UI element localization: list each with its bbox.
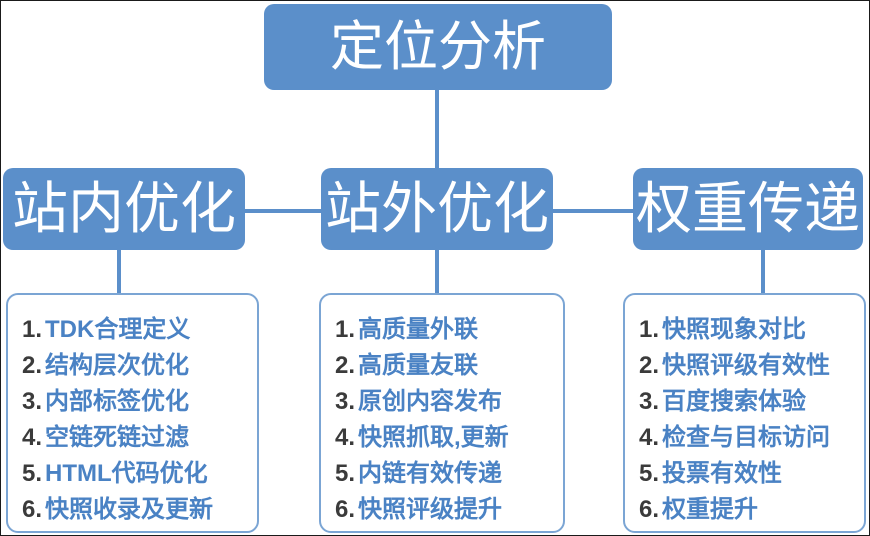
list-item[interactable]: 6. 权重提升 bbox=[639, 489, 864, 525]
list-item-label: 原创内容发布 bbox=[358, 388, 503, 415]
list-item-label: 高质量友联 bbox=[358, 352, 479, 379]
list-branch-2: 1. 快照现象对比 2. 快照评级有效性 3. 百度搜索体验 4. 检查与目标访… bbox=[639, 309, 864, 525]
list-item[interactable]: 1. 快照现象对比 bbox=[639, 309, 864, 345]
list-item-number: 6. bbox=[22, 496, 43, 523]
list-item-number: 5. bbox=[639, 460, 660, 487]
list-item-number: 3. bbox=[639, 388, 660, 415]
list-item-number: 4. bbox=[639, 424, 660, 451]
connector-left-to-panel bbox=[117, 249, 121, 295]
panel-branch-1: 1. 高质量外联 2. 高质量友联 3. 原创内容发布 4. 快照抓取,更新 5… bbox=[319, 293, 565, 533]
list-item-number: 5. bbox=[335, 460, 356, 487]
list-item-label: 权重提升 bbox=[662, 496, 759, 523]
list-item-label: 高质量外联 bbox=[358, 316, 479, 343]
list-item[interactable]: 5. HTML代码优化 bbox=[22, 453, 257, 489]
list-item-number: 6. bbox=[639, 496, 660, 523]
list-item-number: 4. bbox=[335, 424, 356, 451]
list-item-label: HTML代码优化 bbox=[45, 460, 208, 487]
panel-branch-0: 1. TDK合理定义 2. 结构层次优化 3. 内部标签优化 4. 空链死链过滤… bbox=[6, 293, 259, 533]
connector-center-to-right bbox=[551, 209, 635, 213]
list-item-number: 3. bbox=[22, 388, 43, 415]
list-item-label: 内部标签优化 bbox=[45, 388, 190, 415]
list-item-number: 4. bbox=[22, 424, 43, 451]
list-item-label: 快照现象对比 bbox=[662, 316, 807, 343]
list-item-number: 1. bbox=[22, 316, 43, 343]
list-item-number: 1. bbox=[335, 316, 356, 343]
list-item[interactable]: 2. 结构层次优化 bbox=[22, 345, 257, 381]
list-branch-0: 1. TDK合理定义 2. 结构层次优化 3. 内部标签优化 4. 空链死链过滤… bbox=[22, 309, 257, 525]
list-item-label: 投票有效性 bbox=[662, 460, 783, 487]
list-item-label: 内链有效传递 bbox=[358, 460, 503, 487]
list-item[interactable]: 1. 高质量外联 bbox=[335, 309, 563, 345]
node-branch-0-label: 站内优化 bbox=[12, 177, 236, 240]
panel-branch-2: 1. 快照现象对比 2. 快照评级有效性 3. 百度搜索体验 4. 检查与目标访… bbox=[623, 293, 866, 533]
list-item-number: 2. bbox=[22, 352, 43, 379]
list-item[interactable]: 5. 投票有效性 bbox=[639, 453, 864, 489]
node-branch-2-label: 权重传递 bbox=[636, 177, 860, 240]
list-item-number: 2. bbox=[639, 352, 660, 379]
list-item[interactable]: 4. 空链死链过滤 bbox=[22, 417, 257, 453]
list-item[interactable]: 3. 百度搜索体验 bbox=[639, 381, 864, 417]
node-branch-1[interactable]: 站外优化 bbox=[321, 168, 553, 250]
list-item-label: TDK合理定义 bbox=[45, 316, 191, 343]
list-item[interactable]: 3. 内部标签优化 bbox=[22, 381, 257, 417]
connector-center-to-left bbox=[243, 209, 323, 213]
list-item[interactable]: 2. 高质量友联 bbox=[335, 345, 563, 381]
list-item[interactable]: 4. 快照抓取,更新 bbox=[335, 417, 563, 453]
list-item-number: 2. bbox=[335, 352, 356, 379]
list-item-number: 1. bbox=[639, 316, 660, 343]
list-item-label: 检查与目标访问 bbox=[662, 424, 831, 451]
list-item-label: 快照抓取,更新 bbox=[358, 424, 509, 451]
node-branch-1-label: 站外优化 bbox=[325, 177, 549, 240]
node-branch-2[interactable]: 权重传递 bbox=[633, 168, 863, 250]
list-branch-1: 1. 高质量外联 2. 高质量友联 3. 原创内容发布 4. 快照抓取,更新 5… bbox=[335, 309, 563, 525]
list-item[interactable]: 3. 原创内容发布 bbox=[335, 381, 563, 417]
list-item-label: 空链死链过滤 bbox=[45, 424, 190, 451]
list-item-label: 快照评级有效性 bbox=[662, 352, 831, 379]
connector-right-to-panel bbox=[761, 249, 765, 295]
list-item[interactable]: 5. 内链有效传递 bbox=[335, 453, 563, 489]
list-item-number: 5. bbox=[22, 460, 43, 487]
node-root[interactable]: 定位分析 bbox=[264, 4, 612, 90]
list-item-label: 快照收录及更新 bbox=[45, 496, 214, 523]
list-item[interactable]: 4. 检查与目标访问 bbox=[639, 417, 864, 453]
list-item-label: 快照评级提升 bbox=[358, 496, 503, 523]
list-item[interactable]: 1. TDK合理定义 bbox=[22, 309, 257, 345]
connector-root-to-center bbox=[435, 89, 439, 169]
list-item[interactable]: 6. 快照评级提升 bbox=[335, 489, 563, 525]
node-branch-0[interactable]: 站内优化 bbox=[3, 168, 245, 250]
list-item-label: 结构层次优化 bbox=[45, 352, 190, 379]
list-item-number: 3. bbox=[335, 388, 356, 415]
list-item-label: 百度搜索体验 bbox=[662, 388, 807, 415]
list-item[interactable]: 2. 快照评级有效性 bbox=[639, 345, 864, 381]
connector-center-to-panel bbox=[435, 249, 439, 295]
list-item[interactable]: 6. 快照收录及更新 bbox=[22, 489, 257, 525]
list-item-number: 6. bbox=[335, 496, 356, 523]
node-root-label: 定位分析 bbox=[330, 17, 546, 77]
